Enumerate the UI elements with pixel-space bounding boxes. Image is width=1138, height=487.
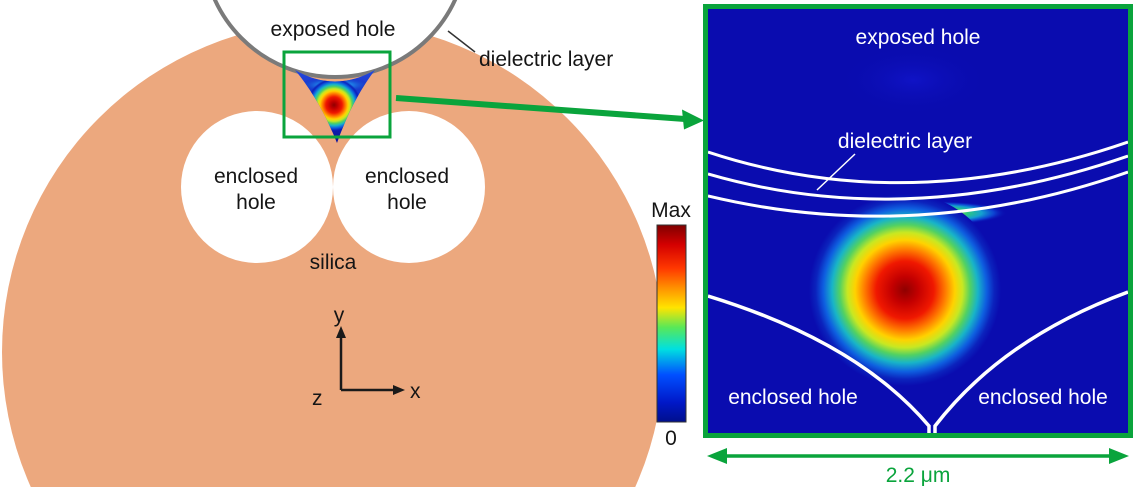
zoom-exposed-hole-label: exposed hole xyxy=(856,26,981,49)
enclosed-hole-right-boundary xyxy=(933,290,1128,433)
dielectric-layer-label: dielectric layer xyxy=(479,48,613,71)
field-map: exposed hole dielectric layer enclosed h… xyxy=(708,9,1128,433)
exposed-hole-dielectric-boundary xyxy=(212,0,458,79)
mode-hotspot xyxy=(809,194,1001,386)
scale-bar-right-arrowhead xyxy=(1109,448,1129,464)
dielectric-curve-top xyxy=(708,140,1128,185)
colorbar: Max 0 xyxy=(651,199,691,450)
zoom-arrow-head xyxy=(682,109,704,130)
scale-bar-left-arrowhead xyxy=(707,448,727,464)
zoom-arrow-shaft xyxy=(395,95,686,122)
axis-y-label: y xyxy=(334,304,345,327)
axis-x-label: x xyxy=(410,380,421,403)
y-axis-arrowhead xyxy=(336,326,346,338)
zoom-region-box xyxy=(282,50,392,139)
scale-label: 2.2 μm xyxy=(886,464,951,487)
silica-label: silica xyxy=(310,251,357,274)
enclosed-hole-boundaries xyxy=(708,290,1128,433)
coordinate-axes xyxy=(336,326,405,395)
colorbar-gradient xyxy=(656,224,687,423)
zoom-dielectric-layer-label: dielectric layer xyxy=(838,130,972,153)
dielectric-pointer-line-zoom xyxy=(816,153,856,191)
enclosed-hole-right xyxy=(333,111,485,263)
dielectric-curve-middle xyxy=(708,154,1128,201)
zoom-panel-frame xyxy=(703,4,1133,438)
enclosed-hole-left-label-line1: enclosed xyxy=(214,165,298,188)
scale-bar: 2.2 μm xyxy=(707,448,1129,487)
axis-z-label: z xyxy=(312,387,323,410)
zoom-arrow xyxy=(395,95,704,130)
zoom-enclosed-hole-right-label: enclosed hole xyxy=(978,386,1108,409)
enclosed-hole-right-label-line1: enclosed xyxy=(365,165,449,188)
colorbar-max-label: Max xyxy=(651,199,691,222)
enclosed-hole-left xyxy=(181,111,333,263)
zoom-panel-svg: exposed hole dielectric layer enclosed h… xyxy=(703,4,1133,487)
enclosed-hole-left-label-line2: hole xyxy=(236,191,276,214)
enclosed-hole-left-boundary xyxy=(708,294,931,433)
left-diagram-svg: exposed hole dielectric layer enclosed h… xyxy=(2,0,704,487)
zoom-enclosed-hole-left-label: enclosed hole xyxy=(728,386,858,409)
silica-cladding xyxy=(2,21,664,487)
dielectric-layer-curves xyxy=(708,140,1128,218)
colorbar-min-label: 0 xyxy=(665,427,677,450)
exposed-hole-label: exposed hole xyxy=(271,18,396,41)
dielectric-curve-bottom xyxy=(708,170,1128,218)
enclosed-hole-right-label-line2: hole xyxy=(387,191,427,214)
dielectric-pointer-line xyxy=(447,30,476,53)
x-axis-arrowhead xyxy=(393,385,405,395)
faint-field-patch xyxy=(838,45,988,115)
